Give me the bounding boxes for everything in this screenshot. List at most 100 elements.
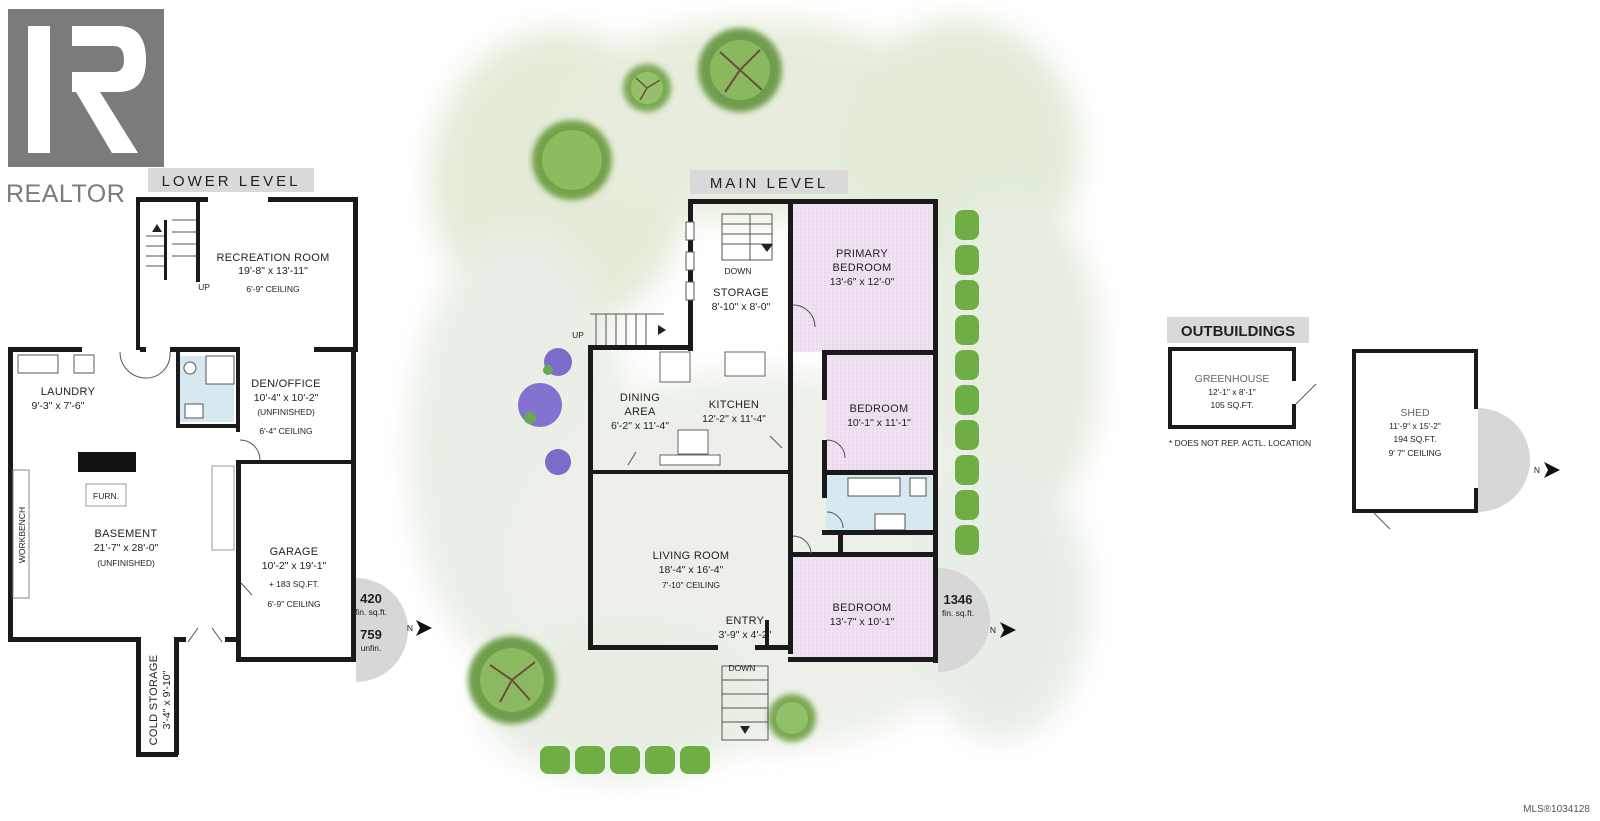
toilet-icon [183, 361, 197, 375]
room-dims: 10'-1" x 11'-1" [847, 417, 911, 429]
north-label: N [990, 625, 996, 635]
room-note: 6'-9" CEILING [267, 599, 320, 609]
north-arrow-icon [1000, 622, 1016, 638]
room-name: STORAGE [713, 287, 769, 299]
room-note: 7'-10" CEILING [662, 580, 720, 590]
north-label: N [407, 623, 413, 633]
furnace-unit [78, 452, 136, 472]
room-name: LIVING ROOM [653, 550, 730, 562]
finished-area-unit: fin. sq.ft. [942, 608, 974, 618]
room-dims: 18'-4" x 16'-4" [659, 564, 724, 576]
room-dims: 12'-2" x 11'-4" [702, 413, 766, 425]
room-name: BEDROOM [850, 403, 909, 415]
room-note: + 183 SQ.FT. [269, 579, 319, 589]
north-arrow-icon [416, 620, 432, 636]
stair-arrow-icon [152, 224, 162, 232]
tree-icon [698, 28, 782, 112]
room-dims: 13'-7" x 10'-1" [830, 616, 895, 628]
room-dims: 8'-10" x 8'-0" [712, 301, 771, 313]
hedge-row [955, 210, 979, 555]
workbench-label: WORKBENCH [17, 507, 27, 563]
stove-icon [677, 429, 709, 455]
north-arrow-icon [1544, 462, 1560, 478]
outbuildings-plan: OUTBUILDINGS GREENHOUSE 12'-1" x 8'-1" 1… [1167, 317, 1560, 530]
shelving [211, 465, 235, 551]
room-name-line2: AREA [624, 406, 656, 418]
room-dims: 21'-7" x 28'-0" [94, 542, 159, 554]
room-name: PRIMARY [836, 248, 888, 260]
lower-level-plan: LOWER LEVEL [8, 168, 432, 757]
realtor-wordmark: REALTOR [6, 180, 125, 208]
greenhouse-name: GREENHOUSE [1195, 373, 1270, 385]
tree-icon [468, 636, 556, 724]
room-name: ENTRY [726, 615, 765, 627]
room-name: COLD STORAGE [148, 655, 160, 746]
room-name: LAUNDRY [41, 386, 96, 398]
washer-icon [73, 354, 95, 374]
shed-area: 194 SQ.FT. [1394, 434, 1437, 444]
room-name-line2: BEDROOM [833, 262, 892, 274]
room-dims: 6'-2" x 11'-4" [611, 420, 669, 432]
shed-ceiling: 9' 7" CEILING [1389, 448, 1442, 458]
room-name: BEDROOM [833, 602, 892, 614]
room-name: RECREATION ROOM [216, 252, 329, 264]
stair-down-label: DOWN [725, 266, 752, 276]
bathtub-icon [847, 477, 901, 497]
lower-level-title: LOWER LEVEL [162, 173, 301, 190]
sink-icon [184, 403, 204, 419]
main-level-title: MAIN LEVEL [710, 175, 828, 192]
furnace-label: FURN. [93, 491, 119, 501]
finished-area-unit: fin. sq.ft. [355, 607, 387, 617]
room-name: KITCHEN [709, 399, 759, 411]
tree-icon [623, 64, 671, 112]
room-dims: 13'-6" x 12'-0" [830, 276, 895, 288]
compass-dial [1478, 408, 1530, 512]
mls-number: MLS®1034128 [1523, 804, 1590, 815]
sink-icon [874, 513, 906, 531]
stair-up-label: UP [572, 330, 584, 340]
compass-dial [938, 568, 990, 672]
room-name: GARAGE [270, 546, 319, 558]
stair-arrow-icon [658, 325, 666, 335]
room-name: BASEMENT [95, 528, 158, 540]
north-label: N [1534, 465, 1540, 475]
workbench [12, 469, 30, 599]
furnace-box [85, 483, 127, 507]
unfinished-area-unit: unfin. [361, 643, 382, 653]
finished-area: 1346 [944, 592, 973, 607]
greenhouse-area: 105 SQ.FT. [1211, 400, 1254, 410]
room-dims: 10'-2" x 19'-1" [262, 560, 327, 572]
tree-icon [532, 120, 612, 200]
stair-arrow-icon [761, 244, 773, 252]
room-name: DINING [620, 392, 660, 404]
tree-icon [768, 694, 816, 742]
greenhouse-dims: 12'-1" x 8'-1" [1208, 387, 1256, 397]
hedge-row [540, 746, 710, 774]
compass-dial [356, 578, 408, 682]
room-dims: 3'-4" x 9'-10" [161, 670, 173, 729]
room-note: (UNFINISHED) [257, 407, 315, 417]
room-note: 6'-9" CEILING [246, 284, 299, 294]
room-note: (UNFINISHED) [97, 558, 155, 568]
realtor-logo: REALTOR [6, 9, 164, 208]
laundry-sink-icon [17, 354, 59, 374]
stair-down-label: DOWN [729, 663, 756, 673]
room-dims: 9'-3" x 7'-6" [32, 400, 85, 412]
location-note: * DOES NOT REP. ACTL. LOCATION [1169, 438, 1311, 448]
finished-area: 420 [360, 591, 382, 606]
main-level-plan: MAIN LEVEL [572, 170, 1016, 741]
stair-arrow-icon [740, 726, 750, 734]
shed-name: SHED [1400, 407, 1430, 419]
stair-up-label: UP [198, 282, 210, 292]
room-note: 6'-4" CEILING [259, 426, 312, 436]
shed-dims: 11'-9" x 15'-2" [1389, 421, 1441, 431]
toilet-icon [909, 477, 927, 497]
room-dims: 19'-8" x 13'-11" [238, 265, 308, 277]
unfinished-area: 759 [360, 627, 382, 642]
room-dims: 10'-4" x 10'-2" [254, 392, 319, 404]
outbuildings-title: OUTBUILDINGS [1181, 323, 1295, 340]
room-dims: 3'-9" x 4'-2" [719, 629, 772, 641]
flower-bush-icon [518, 348, 572, 475]
room-name: DEN/OFFICE [251, 378, 321, 390]
